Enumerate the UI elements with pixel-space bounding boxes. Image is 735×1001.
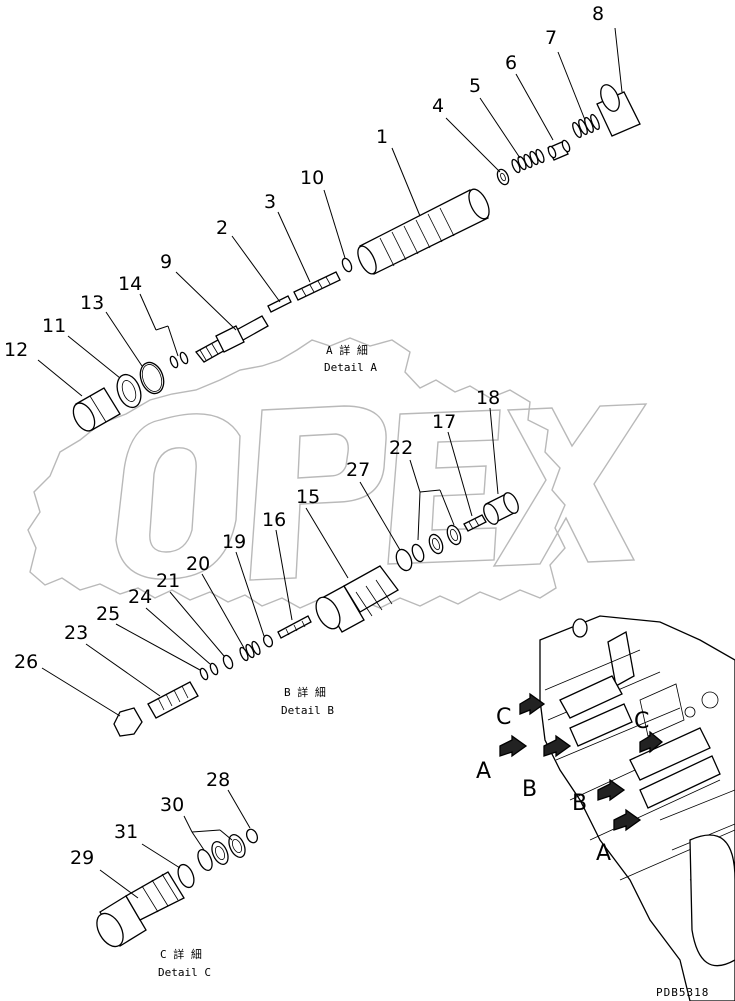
part-30-rings xyxy=(197,834,246,871)
label-19: 19 xyxy=(222,531,246,553)
label-29: 29 xyxy=(70,847,94,869)
part-24-ring xyxy=(209,662,219,676)
detail-b-parts xyxy=(113,492,519,737)
detail-b-en: Detail B xyxy=(281,704,334,717)
label-6: 6 xyxy=(505,52,517,74)
label-18: 18 xyxy=(476,387,500,409)
detail-a-jp: A 詳 細 xyxy=(326,343,368,357)
view-letter-c-right: C xyxy=(634,709,649,734)
part-7-spring xyxy=(572,113,600,139)
label-5: 5 xyxy=(469,75,481,97)
part-14-rings xyxy=(169,351,189,369)
pump-assembly-illustration xyxy=(499,615,735,1001)
part-9-piston xyxy=(195,315,269,363)
label-25: 25 xyxy=(96,603,120,625)
label-2: 2 xyxy=(216,217,228,239)
view-letter-c-left: C xyxy=(496,705,511,730)
detail-b-jp: B 詳 細 xyxy=(284,685,326,699)
detail-a-parts xyxy=(72,84,641,432)
label-3: 3 xyxy=(264,191,276,213)
part-27-o-ring xyxy=(395,548,413,572)
label-13: 13 xyxy=(80,292,104,314)
view-letter-b-left: B xyxy=(522,777,537,802)
part-29-body xyxy=(96,871,185,948)
detail-c-parts xyxy=(96,828,259,948)
part-20-spring xyxy=(239,640,261,662)
label-15: 15 xyxy=(296,486,320,508)
part-16-stem xyxy=(277,615,312,639)
leader-lines xyxy=(37,27,623,899)
label-31: 31 xyxy=(114,821,138,843)
part-2-pin xyxy=(267,295,292,313)
part-4-retainer xyxy=(496,168,510,186)
part-12-cap-nut xyxy=(72,387,121,432)
label-26: 26 xyxy=(14,651,38,673)
part-6-plug xyxy=(547,139,571,161)
label-22: 22 xyxy=(389,437,413,459)
label-10: 10 xyxy=(300,167,324,189)
label-8: 8 xyxy=(592,3,604,25)
part-11-ring xyxy=(116,373,142,409)
label-17: 17 xyxy=(432,411,456,433)
label-28: 28 xyxy=(206,769,230,791)
label-4: 4 xyxy=(432,95,444,117)
label-27: 27 xyxy=(346,459,370,481)
part-25-ring xyxy=(199,667,209,681)
detail-c-jp: C 詳 細 xyxy=(160,947,202,961)
label-14: 14 xyxy=(118,273,142,295)
part-1-spool xyxy=(357,188,490,275)
label-1: 1 xyxy=(376,126,388,148)
label-21: 21 xyxy=(156,570,180,592)
view-letter-a-bottom: A xyxy=(596,841,611,866)
label-9: 9 xyxy=(160,251,172,273)
label-12: 12 xyxy=(4,339,28,361)
label-16: 16 xyxy=(262,509,286,531)
drawing-code: PDB5318 xyxy=(656,986,709,999)
label-30: 30 xyxy=(160,794,184,816)
part-15-valve-body xyxy=(315,565,399,633)
view-letters: C C A B B A xyxy=(476,705,649,866)
part-19-nut xyxy=(262,634,274,648)
part-23-piston xyxy=(147,681,199,719)
view-letter-b-right: B xyxy=(572,791,587,816)
part-3-spring xyxy=(293,271,341,301)
detail-c-en: Detail C xyxy=(158,966,211,979)
detail-a-en: Detail A xyxy=(324,361,377,374)
part-22-rings xyxy=(411,524,462,563)
part-21-ring xyxy=(222,654,234,670)
part-26-nut xyxy=(113,707,143,737)
detail-captions: A 詳 細 Detail A B 詳 細 Detail B C 詳 細 Deta… xyxy=(158,343,377,979)
part-28-plug xyxy=(245,828,259,844)
view-letter-a-left: A xyxy=(476,759,491,784)
part-8-sleeve xyxy=(596,84,641,137)
part-18-plug xyxy=(483,492,519,525)
part-number-labels: 8 7 6 5 4 1 10 3 2 9 14 13 11 12 18 17 2… xyxy=(4,3,604,869)
label-7: 7 xyxy=(545,27,557,49)
part-13-o-ring xyxy=(139,361,165,395)
part-31-o-ring xyxy=(177,863,195,889)
part-17-spring xyxy=(463,514,487,532)
label-24: 24 xyxy=(128,586,152,608)
label-23: 23 xyxy=(64,622,88,644)
part-10-o-ring xyxy=(341,257,353,273)
label-20: 20 xyxy=(186,553,210,575)
label-11: 11 xyxy=(42,315,66,337)
